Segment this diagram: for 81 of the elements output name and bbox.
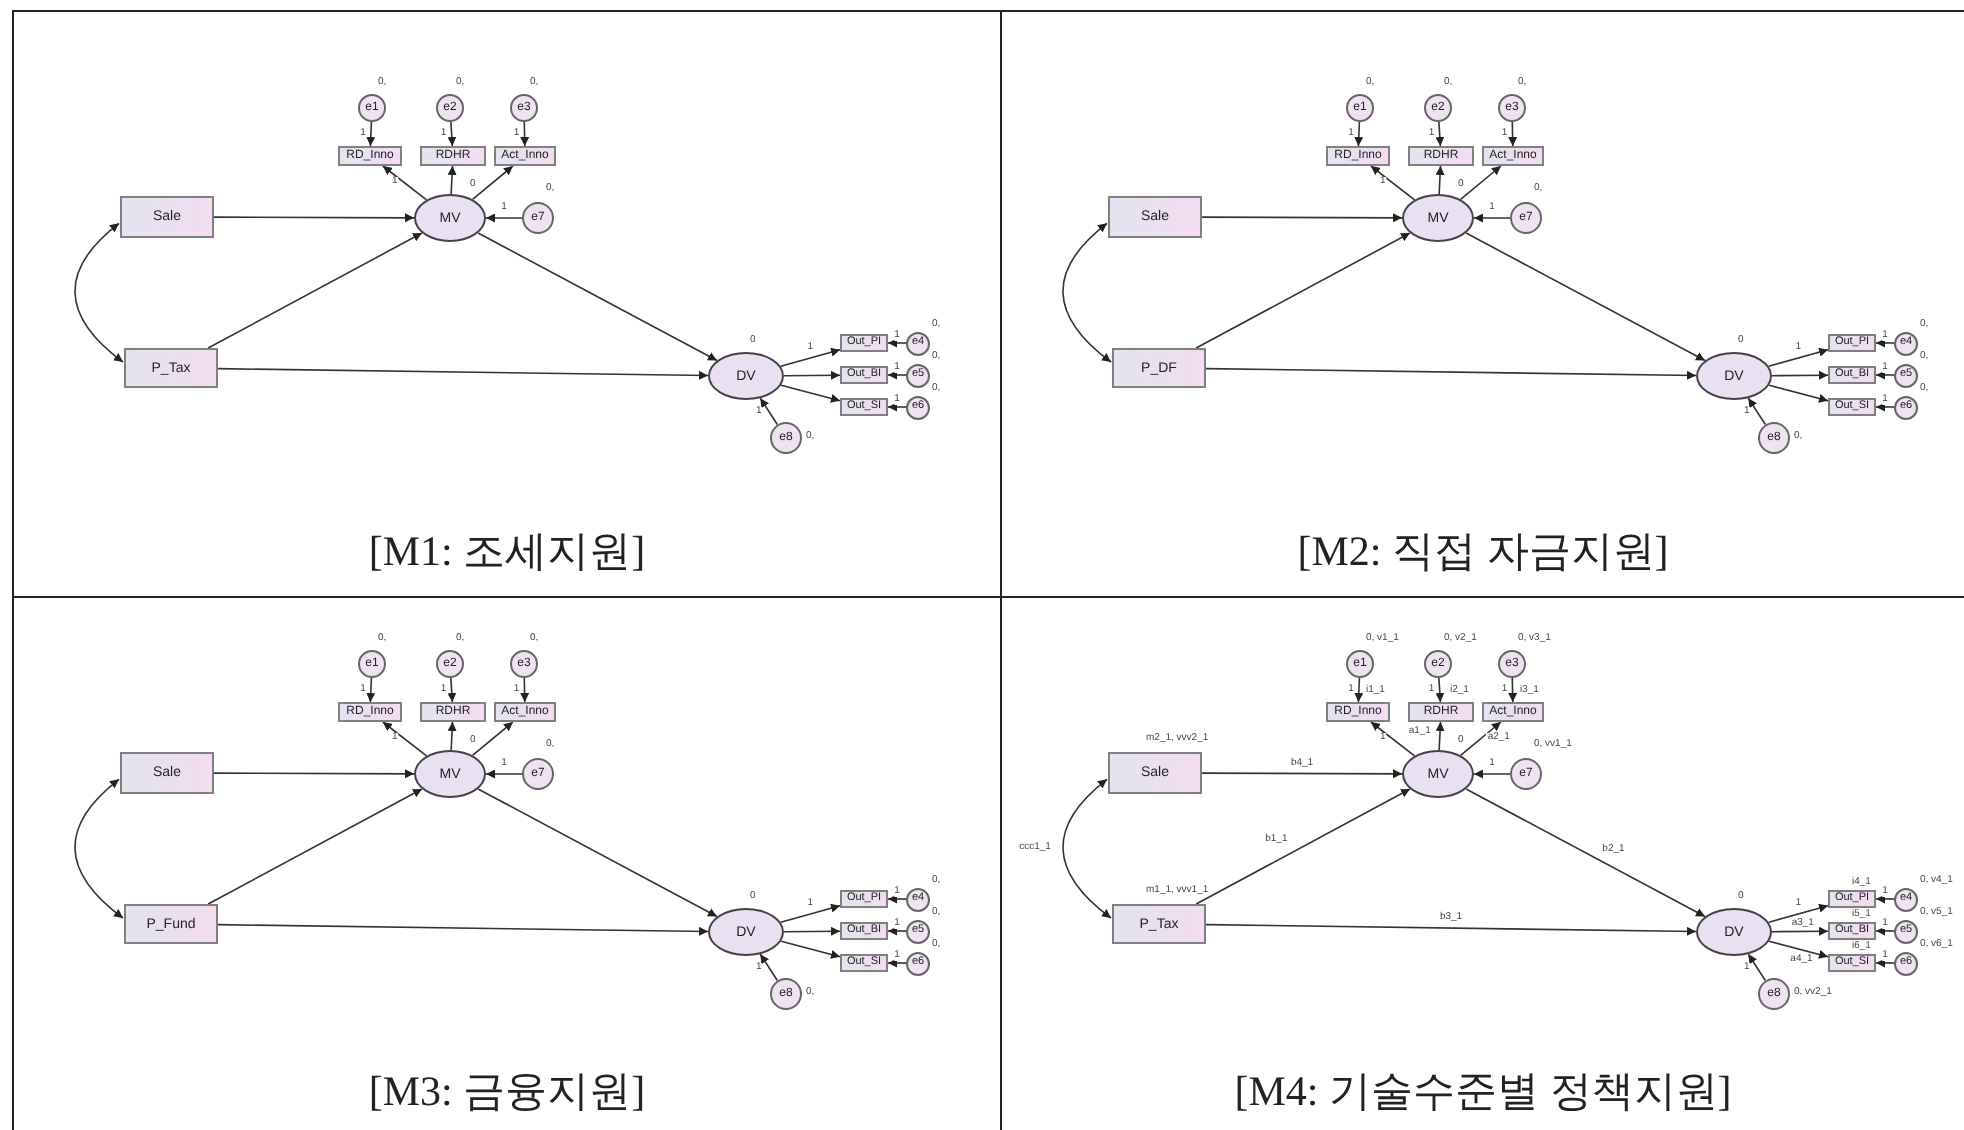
arrow [783,926,841,936]
arrow [759,397,779,426]
arrow [1768,384,1829,403]
arrow [1767,347,1829,368]
arrow [1747,397,1767,426]
arrow [1747,953,1767,982]
arrow [520,677,530,703]
arrow [1435,677,1445,703]
arrow [366,121,376,147]
arrow [779,347,841,368]
arrow [447,677,457,703]
arrow [1768,940,1829,959]
arrow [366,677,376,703]
arrow [780,384,841,403]
arrow [1354,121,1364,147]
arrow [471,721,514,757]
arrow [1205,367,1697,380]
arrow [1875,370,1895,380]
arrow [1195,788,1411,905]
arrow [485,213,523,223]
arrow [213,769,415,779]
panel-caption: [M3: 금융지원] [368,1071,646,1113]
arrow [1465,232,1706,362]
arrow [213,213,415,223]
arrow [382,721,428,757]
arrow [1459,721,1502,757]
arrow [217,367,709,380]
arrow [217,923,709,936]
arrow [1767,903,1829,924]
arrow [1771,926,1829,936]
panel-caption: [M4: 기술수준별 정책지원] [1234,1071,1732,1113]
arrow [1875,402,1895,412]
arrow [1875,958,1895,968]
arrow [1508,677,1518,703]
arrow [887,338,907,348]
arrow [471,165,514,201]
arrow [477,232,718,362]
arrow [477,788,718,918]
arrow [1465,788,1706,918]
arrow [485,769,523,779]
arrow [1435,165,1445,195]
arrow [1370,721,1416,757]
arrow [887,370,907,380]
arrow [759,953,779,982]
curved-arrow [1062,222,1112,363]
arrow [779,903,841,924]
arrow [207,232,423,349]
arrow [382,165,428,201]
arrow [447,121,457,147]
arrow [520,121,530,147]
arrow [1875,926,1895,936]
arrow [1195,232,1411,349]
arrow [1508,121,1518,147]
arrow [783,370,841,380]
arrow [1201,769,1403,779]
arrow [1473,769,1511,779]
arrow [887,894,907,904]
arrow [887,958,907,968]
arrow [1354,677,1364,703]
arrow [1875,894,1895,904]
arrow [1201,213,1403,223]
arrow [1435,121,1445,147]
arrow [207,788,423,905]
curved-arrow [1062,778,1112,919]
panel-caption: [M2: 직접 자금지원] [1297,531,1669,573]
table-cell [14,12,1002,598]
arrow [1435,721,1445,751]
arrow [1370,165,1416,201]
curved-arrow [74,778,124,919]
arrow [447,721,457,751]
panel-caption: [M1: 조세지원] [368,531,646,573]
arrow [1875,338,1895,348]
arrow [887,926,907,936]
arrow [1205,923,1697,936]
curved-arrow [74,222,124,363]
arrow [887,402,907,412]
arrow [1473,213,1511,223]
arrow [447,165,457,195]
arrow [1771,370,1829,380]
arrow [780,940,841,959]
arrow [1459,165,1502,201]
